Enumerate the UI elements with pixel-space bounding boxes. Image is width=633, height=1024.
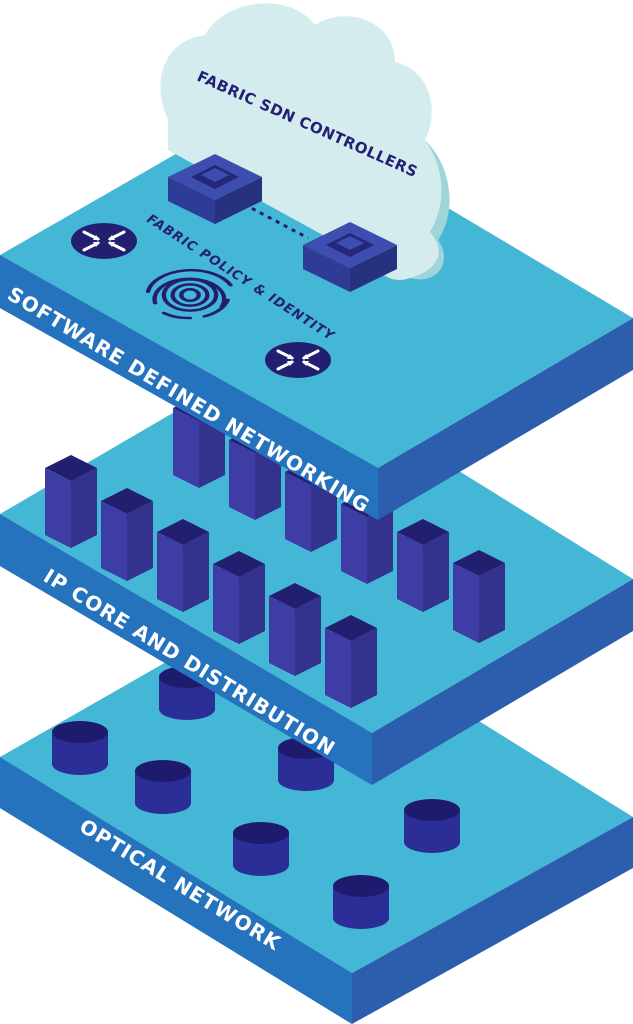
storage-cylinder-icon — [135, 760, 191, 814]
router-icon — [263, 340, 333, 380]
storage-cylinder-icon — [52, 721, 108, 775]
fingerprint-icon — [145, 268, 233, 320]
switch-icon — [325, 615, 377, 708]
switch-icon — [397, 519, 449, 612]
switch-icon — [101, 488, 153, 581]
switch-icon — [45, 455, 97, 548]
storage-cylinder-icon — [233, 822, 289, 876]
switch-icon — [453, 550, 505, 643]
storage-cylinder-icon — [404, 799, 460, 853]
router-icon — [69, 221, 139, 261]
sdn-controller-cloud: FABRIC SDN CONTROLLERS — [160, 3, 450, 281]
switch-icon — [157, 519, 209, 612]
switch-icon — [269, 583, 321, 676]
switch-icon — [213, 551, 265, 644]
storage-cylinder-icon — [333, 875, 389, 929]
